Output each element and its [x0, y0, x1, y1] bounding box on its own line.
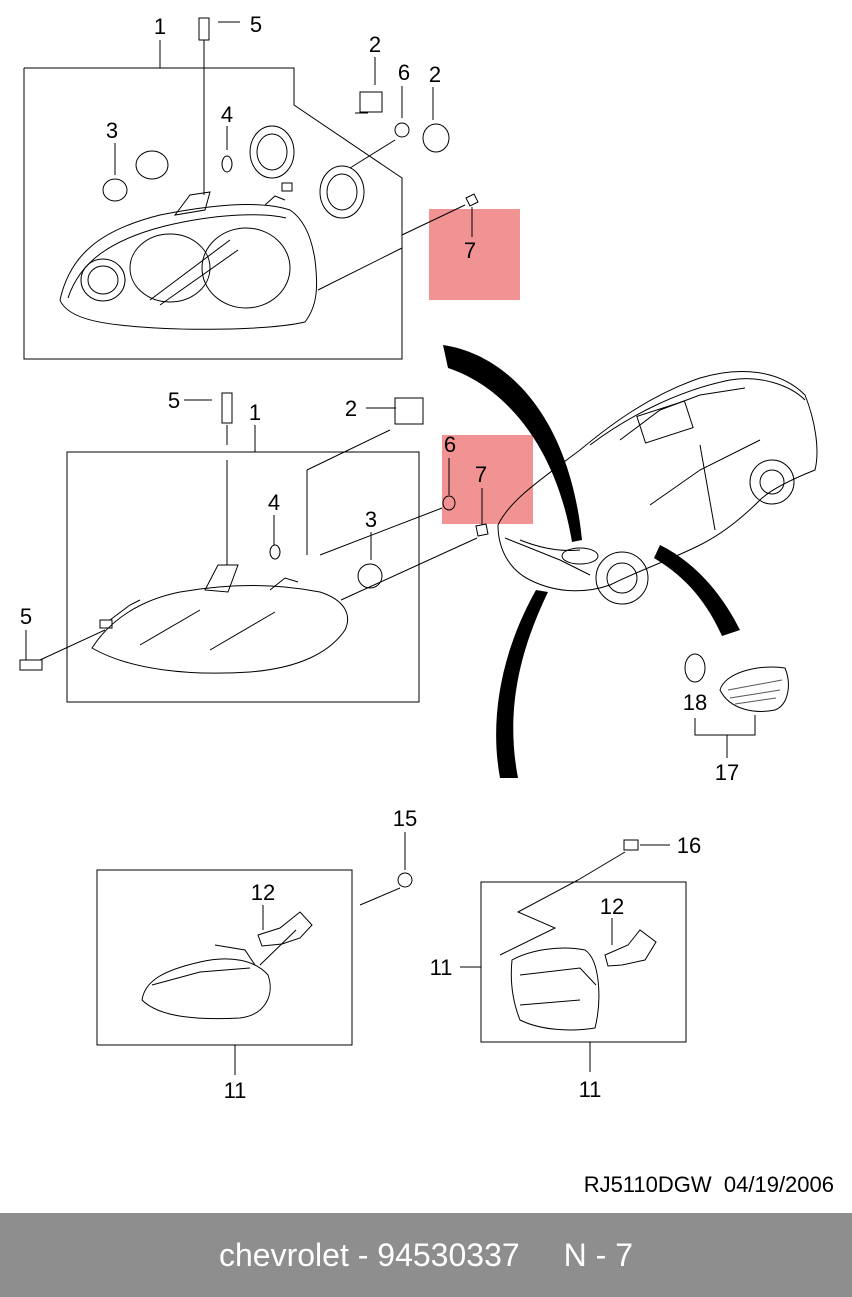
document-reference: RJ5110DGW 04/19/2006: [584, 1172, 834, 1198]
side-marker-lamp-icon: [719, 666, 789, 712]
footer-part-number: 94530337: [377, 1236, 520, 1273]
callout-6-top: 6: [398, 60, 410, 85]
pointer-swooshes: [443, 345, 740, 778]
callout-3-top: 3: [106, 118, 118, 143]
fog-right-screw-16-icon: [623, 839, 639, 851]
mid-headlamp-group: [19, 392, 489, 703]
callout-4-mid: 4: [268, 490, 280, 515]
callout-15: 15: [393, 806, 417, 831]
fog-lamp-left-group: [96, 832, 413, 1075]
callout-12-left: 12: [251, 880, 275, 905]
top-bolt-5-icon: [198, 17, 210, 41]
parts-diagram: 1 5 2 6 2 3 4 7: [19, 12, 818, 1103]
callout-2a-top: 2: [369, 32, 381, 57]
top-bulb-3-icon: [102, 178, 128, 202]
mid-frame: [66, 451, 420, 703]
fog-left-frame: [96, 869, 353, 1046]
mid-bulb-4-icon: [269, 544, 281, 560]
callout-7-top: 7: [464, 238, 476, 263]
callout-1-top: 1: [154, 14, 166, 39]
fog-right-bulb-12-icon: [604, 929, 657, 967]
car-illustration: [497, 370, 818, 605]
callout-12-right: 12: [600, 894, 624, 919]
top-clip-7-icon: [465, 193, 479, 207]
fog-right-frame: [480, 881, 687, 1043]
callout-5b-mid: 5: [20, 604, 32, 629]
highlight-part-6-7-mid[interactable]: [442, 435, 533, 524]
fog-lamp-right-group: [460, 839, 687, 1072]
mid-headlamp-housing: [91, 585, 349, 674]
doc-ref-date: 04/19/2006: [723, 1172, 834, 1197]
callout-18: 18: [683, 690, 707, 715]
mid-clip-7-icon: [475, 523, 489, 537]
footer-brand: chevrolet: [219, 1236, 349, 1273]
callout-5-top: 5: [250, 12, 262, 37]
mid-bolt-5a-icon: [221, 392, 233, 424]
top-nut-6-icon: [394, 122, 410, 138]
callout-7-mid: 7: [475, 462, 487, 487]
top-bulb-2a-icon: [359, 91, 383, 113]
callout-2-mid: 2: [345, 396, 357, 421]
callout-11-left: 11: [224, 1078, 247, 1103]
top-headlamp-group: [23, 17, 479, 360]
mid-bulb-2-icon: [394, 397, 424, 425]
highlight-part-7-top[interactable]: [429, 209, 520, 300]
fog-left-nut-15-icon: [397, 872, 413, 888]
top-bulb-4-icon: [221, 155, 233, 173]
fog-left-bulb-12-icon: [257, 911, 313, 947]
callout-16: 16: [677, 833, 701, 858]
top-headlamp-housing: [59, 204, 318, 330]
footer-bar: chevrolet - 94530337 N - 7: [0, 1213, 852, 1297]
doc-ref-code: RJ5110DGW: [583, 1172, 712, 1197]
top-frame: [23, 67, 403, 360]
mid-nut-6-icon: [442, 495, 456, 511]
callout-3-mid: 3: [365, 507, 377, 532]
side-marker-group: [684, 653, 789, 758]
mid-bolt-5b-icon: [19, 659, 43, 671]
footer-sep: -: [348, 1236, 378, 1273]
callout-6-mid: 6: [444, 432, 456, 457]
footer-section: N - 7: [563, 1236, 633, 1273]
top-bulb-2b-icon: [422, 123, 450, 153]
top-socket-ring-a: [249, 125, 295, 179]
callout-11-right-b: 11: [579, 1077, 602, 1102]
mid-bulb-3-icon: [357, 563, 383, 589]
callout-2b-top: 2: [429, 62, 441, 87]
callout-5a-mid: 5: [168, 388, 180, 413]
side-bulb-18-icon: [684, 653, 706, 683]
callout-11-right-a: 11: [430, 955, 453, 980]
fog-left-lamp-housing: [141, 958, 271, 1020]
callout-17: 17: [715, 760, 739, 785]
fog-right-lamp-housing: [510, 947, 600, 1031]
callout-1-mid: 1: [249, 400, 261, 425]
callout-4-top: 4: [221, 102, 233, 127]
top-socket-ring-b: [319, 165, 365, 219]
